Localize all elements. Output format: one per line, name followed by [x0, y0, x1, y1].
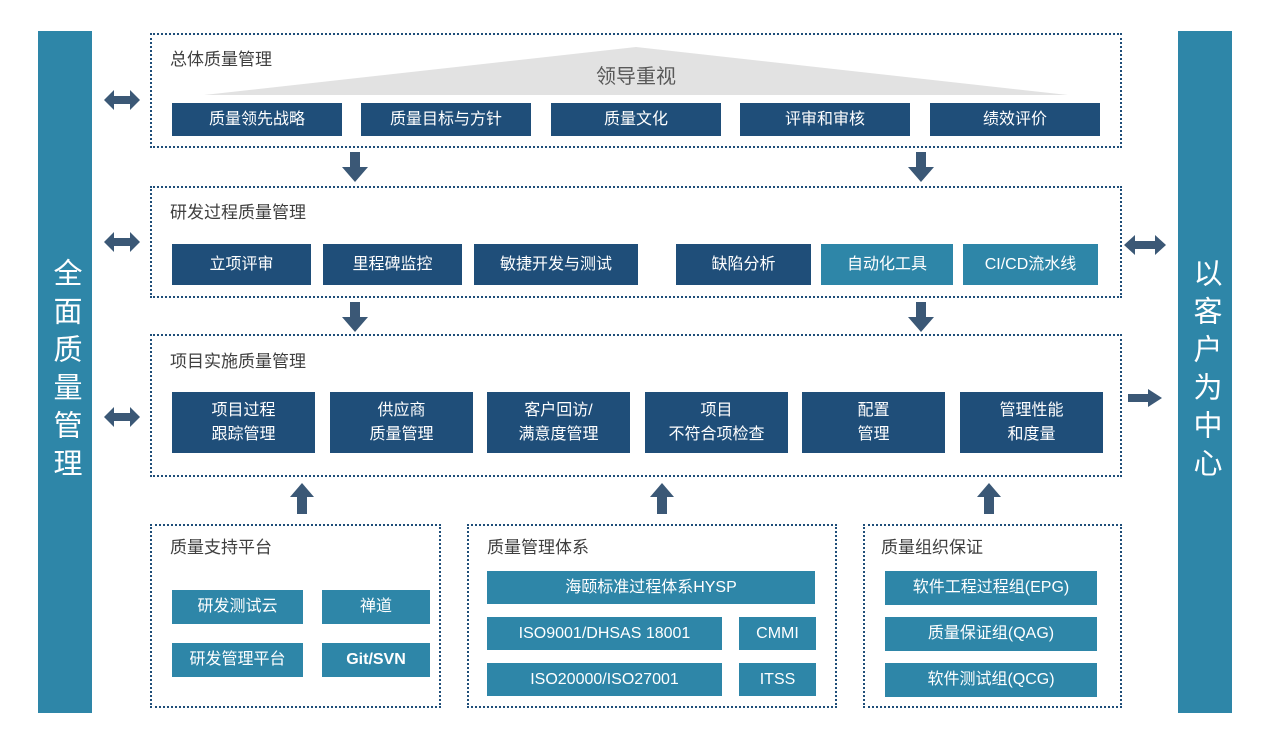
diagram-node: ISO9001/DHSAS 18001 — [487, 617, 722, 650]
down-arrow-icon — [342, 152, 368, 182]
diagram-node: 质量目标与方针 — [361, 103, 531, 136]
diagram-node: 禅道 — [322, 590, 430, 624]
section-quality-org-box — [863, 524, 1122, 708]
up-arrow-icon — [650, 483, 674, 514]
diagram-node: 自动化工具 — [821, 244, 953, 285]
section-title-platform: 质量支持平台 — [170, 538, 272, 557]
section-title-project: 项目实施质量管理 — [170, 352, 306, 371]
diagram-node: 绩效评价 — [930, 103, 1100, 136]
section-title-overall: 总体质量管理 — [170, 50, 272, 69]
down-arrow-icon — [342, 302, 368, 332]
diagram-node: CMMI — [739, 617, 816, 650]
diagram-node: 质量文化 — [551, 103, 721, 136]
diagram-node: 软件工程过程组(EPG) — [885, 571, 1097, 605]
diagram-node: Git/SVN — [322, 643, 430, 677]
section-title-system: 质量管理体系 — [487, 538, 589, 557]
section-quality-system-box — [467, 524, 837, 708]
diagram-node: 缺陷分析 — [676, 244, 811, 285]
diagram-node: ITSS — [739, 663, 816, 696]
leadership-triangle-label: 领导重视 — [596, 66, 676, 88]
diagram-node: 评审和审核 — [740, 103, 910, 136]
diagram-node: 里程碑监控 — [323, 244, 462, 285]
section-title-org: 质量组织保证 — [881, 538, 983, 557]
down-arrow-icon — [908, 152, 934, 182]
diagram-node: 管理性能 和度量 — [960, 392, 1103, 453]
right-banner-label: 以客户为中心 — [1189, 258, 1221, 486]
diagram-node: 配置 管理 — [802, 392, 945, 453]
diagram-node: 项目过程 跟踪管理 — [172, 392, 315, 453]
bidirectional-arrow-icon — [104, 407, 140, 427]
right-arrow-icon — [1128, 389, 1162, 407]
diagram-node: 质量领先战略 — [172, 103, 342, 136]
diagram-node: 项目 不符合项检查 — [645, 392, 788, 453]
right-banner: 以客户为中心 — [1178, 31, 1232, 713]
diagram-node: 供应商 质量管理 — [330, 392, 473, 453]
bidirectional-arrow-icon — [104, 232, 140, 252]
up-arrow-icon — [977, 483, 1001, 514]
left-banner: 全面质量管理 — [38, 31, 92, 713]
section-title-rd: 研发过程质量管理 — [170, 203, 306, 222]
bidirectional-arrow-icon — [104, 90, 140, 110]
section-project-impl-box — [150, 334, 1122, 477]
section-rd-process-box — [150, 186, 1122, 298]
diagram-node: ISO20000/ISO27001 — [487, 663, 722, 696]
down-arrow-icon — [908, 302, 934, 332]
diagram-node: 敏捷开发与测试 — [474, 244, 638, 285]
diagram-node: 客户回访/ 满意度管理 — [487, 392, 630, 453]
diagram-node: 研发管理平台 — [172, 643, 303, 677]
diagram-node: 软件测试组(QCG) — [885, 663, 1097, 697]
up-arrow-icon — [290, 483, 314, 514]
section-support-platform-box — [150, 524, 441, 708]
bidirectional-arrow-icon — [1124, 235, 1166, 255]
section-overall-quality-box — [150, 33, 1122, 148]
diagram-node: 海颐标准过程体系HYSP — [487, 571, 815, 604]
diagram-node: CI/CD流水线 — [963, 244, 1098, 285]
left-banner-label: 全面质量管理 — [49, 258, 81, 486]
diagram-node: 质量保证组(QAG) — [885, 617, 1097, 651]
diagram-node: 立项评审 — [172, 244, 311, 285]
diagram-node: 研发测试云 — [172, 590, 303, 624]
